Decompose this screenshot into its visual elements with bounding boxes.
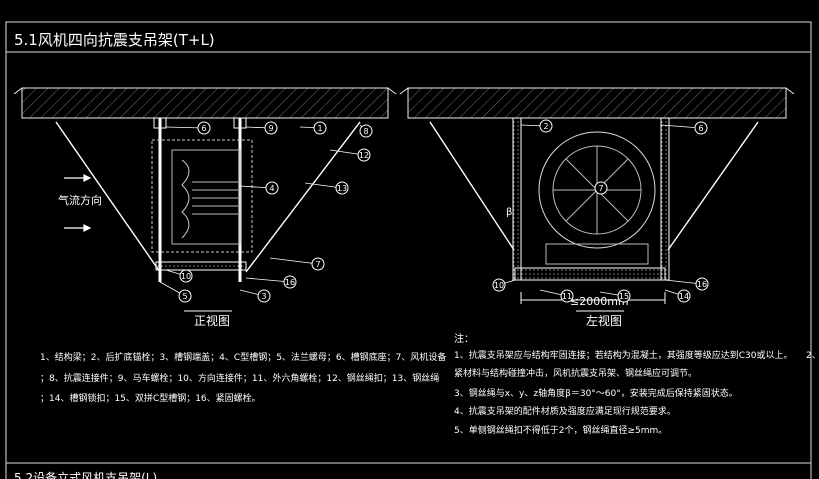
bottom-channel bbox=[155, 261, 247, 271]
callout-number: 16 bbox=[697, 280, 707, 289]
callout-circle bbox=[283, 275, 297, 289]
callout-circle bbox=[265, 181, 279, 195]
callout-circle bbox=[594, 181, 608, 195]
callout-number: 9 bbox=[268, 124, 273, 133]
legend-line-1: 1、结构梁；2、后扩底锚栓；3、槽钢端盖；4、C型槽钢；5、法兰螺母；6、槽钢底… bbox=[40, 351, 446, 363]
note-line-4: 4、抗震支吊架的配件材质及强度应满足现行规范要求。 bbox=[454, 405, 676, 417]
callout-circle bbox=[264, 121, 278, 135]
fan-casing bbox=[538, 131, 656, 249]
side-hanger-left bbox=[512, 117, 522, 281]
callout-circle bbox=[539, 119, 553, 133]
side-concrete-slab bbox=[407, 87, 787, 119]
callout-circle bbox=[677, 289, 691, 303]
next-section-title: 5.2设备立式风机支吊架(L) bbox=[14, 470, 157, 479]
callout-number: 5 bbox=[182, 292, 187, 301]
legend-line-3: ；14、槽钢锁扣；15、双拼C型槽钢；16、紧固螺栓。 bbox=[40, 392, 261, 404]
sheet-frame bbox=[5, 21, 812, 479]
callout-number: 1 bbox=[317, 124, 322, 133]
side-view: ≤2000mm β 左视图 2 6 7 10 11 15 14 16 bbox=[399, 87, 795, 328]
callout-circle bbox=[313, 121, 327, 135]
callout-number: 10 bbox=[181, 272, 191, 281]
callout-leader bbox=[245, 277, 291, 283]
callout-number: 6 bbox=[698, 124, 703, 133]
note-line-3: 3、钢丝绳与x、y、z轴角度β＝30°～60°，安装完成后保持紧固状态。 bbox=[454, 387, 738, 399]
callout-number: 7 bbox=[598, 184, 603, 193]
callout-number: 2 bbox=[543, 122, 548, 131]
wire-rope-left bbox=[55, 121, 161, 273]
callout-circle bbox=[694, 121, 708, 135]
dimension-text: ≤2000mm bbox=[570, 295, 629, 308]
wire-rope-right bbox=[245, 121, 361, 273]
callout-circle bbox=[617, 289, 631, 303]
legend-line-2: ；8、抗震连接件；9、马车螺栓；10、方向连接件；11、外六角螺栓；12、钢丝绳… bbox=[40, 372, 439, 384]
beta-label: β bbox=[506, 207, 512, 218]
callout-circle bbox=[257, 289, 271, 303]
callout-circle bbox=[311, 257, 325, 271]
notes: 注： 1、抗震支吊架应与结构牢固连接；若结构为混凝土，其强度等级应达到C30或以… bbox=[454, 332, 819, 436]
callout-number: 10 bbox=[494, 281, 504, 290]
front-view: 气流方向 正视图 6 9 1 8 12 4 13 7 10 16 5 3 bbox=[13, 87, 397, 328]
callout-number: 16 bbox=[285, 278, 295, 287]
side-bottom-channel bbox=[514, 267, 666, 281]
callout-leader bbox=[269, 257, 319, 265]
sheet-title: 5.1风机四向抗震支吊架(T+L) bbox=[14, 31, 215, 49]
airflow-label: 气流方向 bbox=[58, 193, 102, 207]
callout-circle bbox=[560, 289, 574, 303]
callout-circle bbox=[335, 181, 349, 195]
callout-circle bbox=[492, 278, 506, 292]
side-wire-rope-right bbox=[667, 121, 759, 251]
note-line-5: 5、单侧钢丝绳扣不得低于2个，钢丝绳直径≥5mm。 bbox=[454, 424, 667, 436]
callout-number: 11 bbox=[562, 292, 572, 301]
note-line-2: 紧材料与结构碰撞冲击，风机抗震支吊架、钢丝绳应可调节。 bbox=[454, 367, 697, 379]
callout-number: 7 bbox=[315, 260, 320, 269]
airflow-arrows bbox=[64, 174, 92, 232]
side-view-caption: 左视图 bbox=[586, 313, 622, 328]
front-view-caption: 正视图 bbox=[194, 313, 230, 328]
callout-circle bbox=[357, 148, 371, 162]
callout-number: 15 bbox=[619, 292, 629, 301]
callout-number: 6 bbox=[201, 124, 206, 133]
callout-circle bbox=[179, 269, 193, 283]
callout-circle bbox=[359, 124, 373, 138]
fan-housing bbox=[151, 139, 253, 253]
callout-number: 4 bbox=[269, 184, 274, 193]
callout-number: 8 bbox=[363, 127, 368, 136]
callout-number: 12 bbox=[359, 151, 369, 160]
callout-number: 13 bbox=[337, 184, 347, 193]
callout-number: 3 bbox=[261, 292, 266, 301]
note-line-1: 1、抗震支吊架应与结构牢固连接；若结构为混凝土，其强度等级应达到C30或以上。 … bbox=[454, 349, 819, 361]
callout-circle bbox=[197, 121, 211, 135]
side-callouts: 2 6 7 10 11 15 14 16 bbox=[492, 119, 709, 303]
fan-body bbox=[171, 149, 241, 245]
side-wire-rope-left bbox=[429, 121, 515, 251]
anchor-right bbox=[233, 117, 247, 129]
front-callouts: 6 9 1 8 12 4 13 7 10 16 5 3 bbox=[159, 121, 373, 303]
concrete-slab bbox=[21, 87, 389, 119]
fan-base bbox=[545, 243, 649, 265]
component-legend: 1、结构梁；2、后扩底锚栓；3、槽钢端盖；4、C型槽钢；5、法兰螺母；6、槽钢底… bbox=[40, 351, 446, 404]
callout-circle bbox=[695, 277, 709, 291]
callout-circle bbox=[178, 289, 192, 303]
callout-number: 14 bbox=[679, 292, 689, 301]
fan-blades bbox=[181, 159, 190, 239]
anchor-left bbox=[153, 117, 167, 129]
callout-leader bbox=[660, 124, 702, 129]
side-hanger-right bbox=[660, 117, 670, 281]
notes-heading: 注： bbox=[454, 332, 474, 345]
